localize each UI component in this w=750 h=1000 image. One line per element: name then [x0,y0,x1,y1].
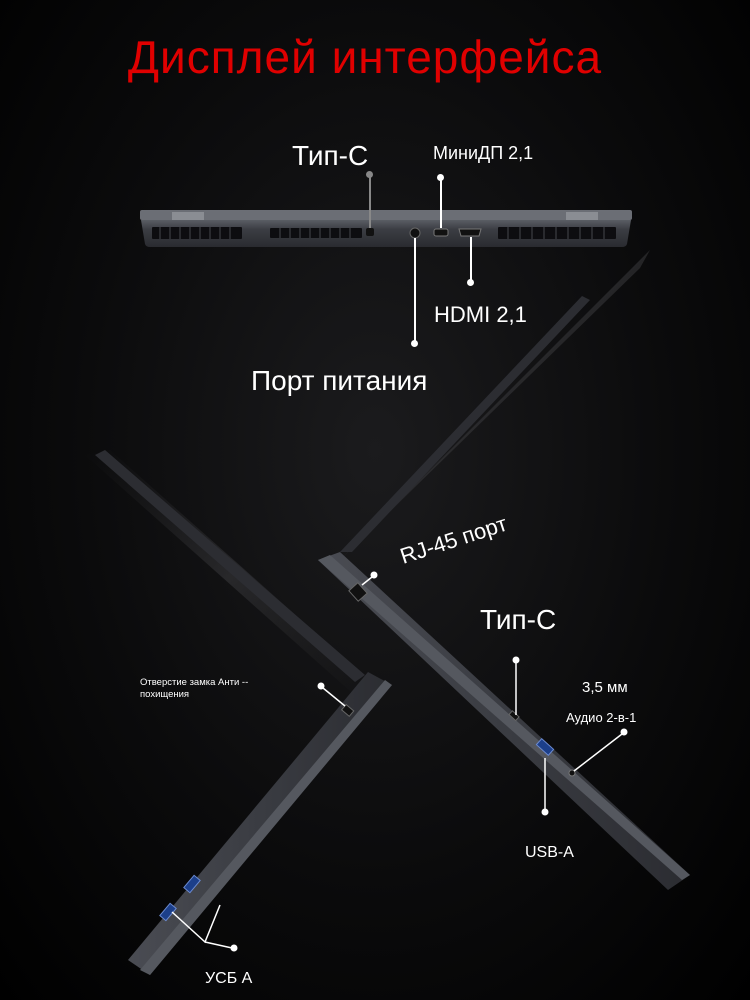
label-type-c-rear: Тип-С [292,140,369,171]
right-laptop-lid [340,296,590,552]
mini-dp-port [433,228,449,237]
callout-dot [467,279,474,286]
callout-dot [411,340,418,347]
audio-port [568,769,576,777]
left-laptop-base [128,672,392,975]
left-laptop-lid [95,450,365,682]
usb-a-port-left-1 [183,874,201,894]
vent-center [270,228,362,238]
hdmi-port [458,228,482,237]
left-laptop-edge [140,680,392,975]
callout-line [440,178,442,228]
label-audio: Аудио 2-в-1 [566,710,637,725]
callout-dot [366,171,373,178]
label-anti-theft-line2: похищения [140,689,190,700]
side-callout-dots [230,571,628,952]
hinge-left [172,212,204,220]
label-anti-theft-lock: Отверстие замка Анти -- похищения [140,677,248,701]
laptop-right-side [318,296,690,890]
vent-slats [159,227,605,239]
label-power-port: Порт питания [251,365,428,396]
callout-dot [437,174,444,181]
hinge-right [566,212,598,220]
usb-a-port-right [535,737,555,757]
label-anti-theft-line1: Отверстие замка Анти -- [140,677,249,688]
callout-line [470,237,472,282]
laptop-body-rear [141,220,631,247]
label-hdmi: HDMI 2,1 [434,302,527,327]
page-title: Дисплей интерфейса [127,31,603,83]
laptop-left-side [95,450,392,975]
callout-line [369,176,371,228]
label-usb-a-left: УСБ А [205,970,253,987]
label-mini-dp: МиниДП 2,1 [433,143,534,163]
right-laptop-edge [318,555,690,880]
side-callout-lines [171,576,623,949]
usb-a-port-left-2 [159,902,177,922]
lid-edge [140,210,632,220]
label-type-c-side: Тип-С [480,604,557,635]
lock-slot [340,703,355,717]
callout-line [414,238,416,342]
label-usb-a: USB-A [525,844,574,861]
label-audio-size: 3,5 мм [582,679,628,696]
type-c-port [366,228,374,236]
rj45-port [348,582,368,602]
vent-right [498,227,616,239]
